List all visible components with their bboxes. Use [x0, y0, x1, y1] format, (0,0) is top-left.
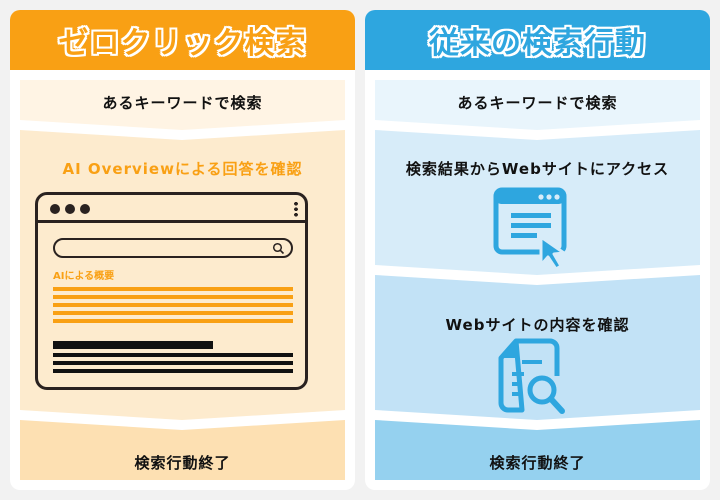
left-step-3-label: 検索行動終了 [134, 454, 231, 472]
search-icon [272, 242, 285, 255]
search-result-lines [53, 341, 293, 373]
zero-click-title: ゼロクリック検索 [58, 26, 307, 61]
ai-summary-lines [53, 287, 293, 323]
document-search-icon [498, 338, 565, 414]
zero-click-header: ゼロクリック検索 [10, 10, 355, 70]
left-step-2-label: AI Overviewによる回答を確認 [62, 160, 303, 178]
traditional-title: 従来の検索行動 [429, 26, 646, 61]
window-dot-icon [65, 204, 75, 214]
search-bar-illustration [53, 238, 293, 258]
right-flow-bands [375, 80, 700, 480]
ai-overview-heading: AIによる概要 [53, 271, 115, 282]
browser-cursor-icon [493, 187, 567, 267]
window-dot-icon [50, 204, 60, 214]
kebab-menu-icon [294, 201, 298, 217]
window-dot-icon [80, 204, 90, 214]
browser-window-illustration: AIによる概要 [35, 192, 308, 390]
traditional-search-panel: 従来の検索行動 あるキーワードで検索 検索結果からWebサイトにアクセス Web… [365, 10, 710, 490]
browser-title-bar [38, 195, 305, 223]
left-step-1-label: あるキーワードで検索 [102, 94, 263, 112]
right-step-2-label: 検索結果からWebサイトにアクセス [405, 160, 670, 178]
right-step-3-label: Webサイトの内容を確認 [445, 316, 630, 334]
traditional-header: 従来の検索行動 [365, 10, 710, 70]
zero-click-panel: ゼロクリック検索 あるキーワードで検索 AI Overviewによる回答を確認 … [10, 10, 355, 490]
right-step-4-label: 検索行動終了 [489, 454, 586, 472]
right-step-1-label: あるキーワードで検索 [457, 94, 618, 112]
